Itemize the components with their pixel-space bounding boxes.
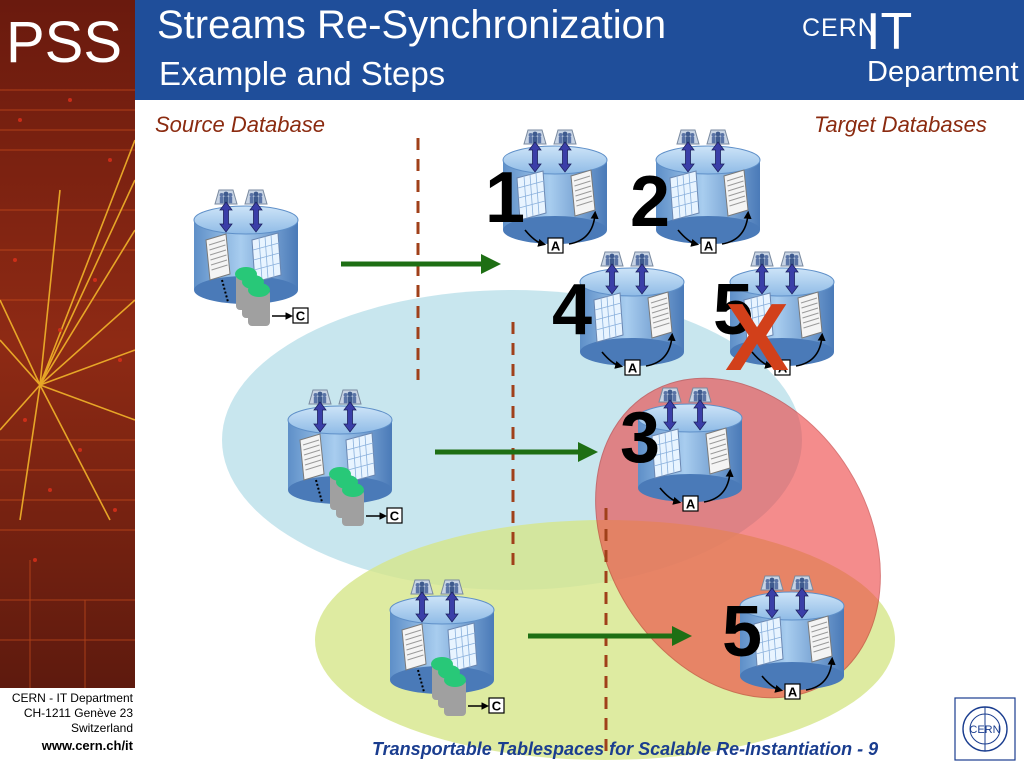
target-database: A bbox=[740, 576, 844, 700]
apply-tag: A bbox=[551, 239, 561, 254]
source-database: C bbox=[390, 580, 504, 716]
capture-tag: C bbox=[296, 309, 306, 324]
logo-cern-text: CERN bbox=[802, 14, 877, 42]
source-database: C bbox=[194, 190, 308, 326]
target-database: A bbox=[638, 388, 742, 512]
target-databases-label: Target Databases bbox=[814, 112, 987, 137]
target-database: A bbox=[503, 130, 607, 254]
footer-line: Switzerland bbox=[70, 721, 133, 735]
target-database: A bbox=[580, 252, 684, 376]
footer-line: CH-1211 Genève 23 bbox=[23, 706, 133, 720]
apply-tag: A bbox=[628, 361, 638, 376]
step-number: 4 bbox=[552, 270, 592, 350]
sidebar-decoration: PSS bbox=[0, 0, 135, 688]
source-database-label: Source Database bbox=[155, 112, 325, 137]
cern-it-logo: CERN IT Department bbox=[802, 3, 1019, 94]
sidebar-footer: CERN - IT Department CH-1211 Genève 23 S… bbox=[0, 688, 135, 768]
footer-line: CERN - IT Department bbox=[11, 691, 133, 705]
apply-tag: A bbox=[704, 239, 714, 254]
header-bar: Streams Re-Synchronization Example and S… bbox=[135, 0, 1024, 100]
step-number: 1 bbox=[485, 158, 525, 238]
step-number: 5 bbox=[722, 592, 762, 672]
apply-tag: A bbox=[778, 361, 788, 376]
target-database: A bbox=[656, 130, 760, 254]
apply-tag: A bbox=[788, 685, 798, 700]
source-database: C bbox=[288, 390, 402, 526]
page-title: Streams Re-Synchronization bbox=[157, 3, 667, 47]
failure-x-mark: X bbox=[725, 284, 789, 391]
capture-tag: C bbox=[390, 509, 400, 524]
cern-logo-text: CERN bbox=[969, 724, 1000, 736]
step-number: 2 bbox=[630, 162, 670, 242]
logo-department-text: Department bbox=[867, 56, 1019, 88]
apply-tag: A bbox=[686, 497, 696, 512]
cern-logo: CERN bbox=[954, 697, 1016, 761]
capture-tag: C bbox=[492, 699, 502, 714]
step-number: 3 bbox=[620, 398, 660, 478]
pss-logo: PSS bbox=[6, 10, 122, 75]
step-number: 5 bbox=[713, 270, 753, 350]
page-subtitle: Example and Steps bbox=[159, 55, 446, 92]
logo-it-text: IT bbox=[866, 3, 913, 61]
target-database-failed: A bbox=[730, 252, 834, 376]
footer-url[interactable]: www.cern.ch/it bbox=[41, 738, 133, 753]
footer-title: Transportable Tablespaces for Scalable R… bbox=[372, 739, 879, 759]
